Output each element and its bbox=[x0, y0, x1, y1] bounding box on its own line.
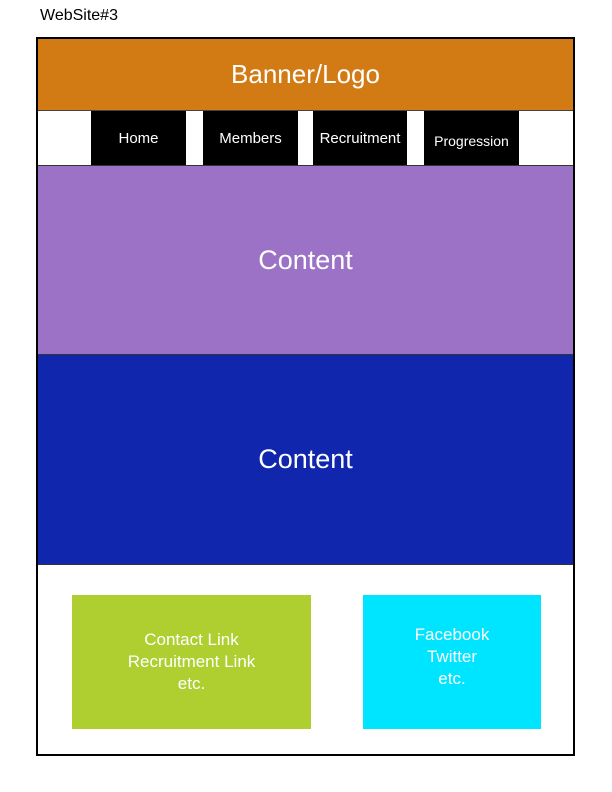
footer-social-etc: etc. bbox=[438, 669, 466, 688]
content-secondary-label: Content bbox=[258, 444, 353, 474]
content-primary-label: Content bbox=[258, 244, 353, 275]
footer-social-box: Facebook Twitter etc. bbox=[363, 595, 541, 729]
website-wireframe: Banner/Logo Home Members Recruitment Pro… bbox=[36, 37, 575, 756]
nav-bar: Home Members Recruitment Progression bbox=[38, 111, 573, 166]
page-title: WebSite#3 bbox=[40, 7, 118, 24]
content-section-secondary: Content bbox=[38, 354, 573, 565]
nav-progression-button[interactable]: Progression bbox=[424, 111, 519, 166]
footer-contact-link[interactable]: Contact Link bbox=[144, 630, 239, 649]
footer-facebook-link[interactable]: Facebook bbox=[414, 625, 490, 644]
nav-home-button[interactable]: Home bbox=[91, 111, 186, 166]
content-section-primary: Content bbox=[38, 165, 573, 354]
footer-links-box: Contact Link Recruitment Link etc. bbox=[72, 595, 311, 729]
nav-home-label: Home bbox=[118, 130, 159, 147]
banner-logo[interactable]: Banner/Logo bbox=[38, 39, 573, 111]
banner-label: Banner/Logo bbox=[231, 59, 380, 89]
nav-recruitment-button[interactable]: Recruitment bbox=[313, 111, 407, 166]
nav-members-button[interactable]: Members bbox=[203, 111, 298, 166]
nav-recruitment-label: Recruitment bbox=[319, 130, 401, 147]
footer-twitter-link[interactable]: Twitter bbox=[426, 647, 478, 666]
nav-progression-label: Progression bbox=[434, 132, 509, 149]
footer-recruitment-link[interactable]: Recruitment Link bbox=[127, 652, 256, 671]
footer-links-etc: etc. bbox=[177, 674, 206, 693]
nav-members-label: Members bbox=[219, 130, 282, 147]
